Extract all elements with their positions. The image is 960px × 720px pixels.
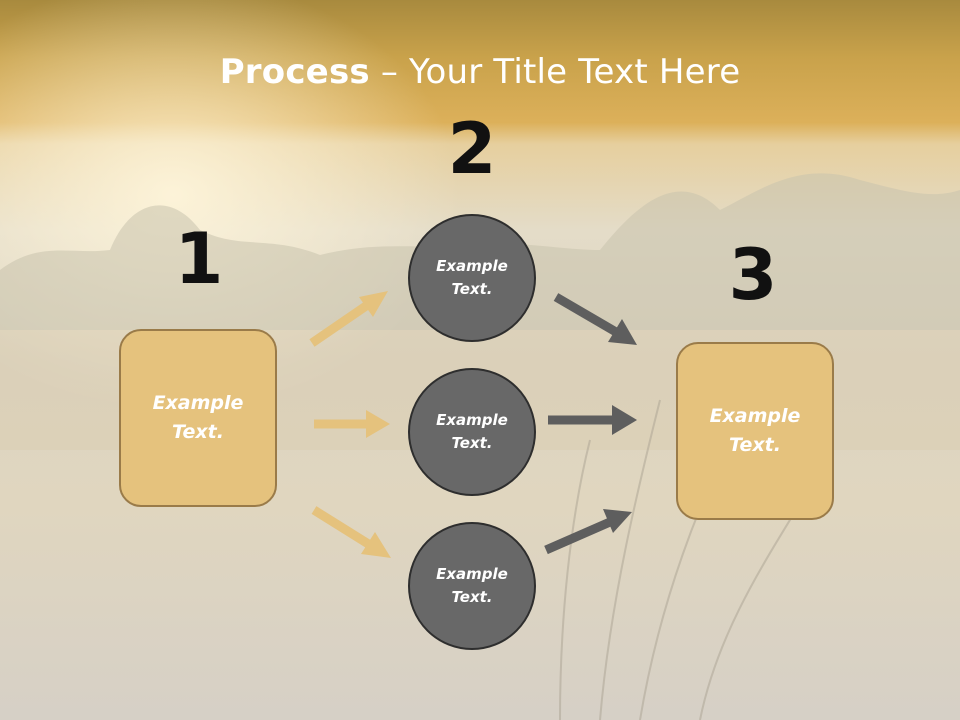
step-3-text: Example Text. (709, 405, 801, 456)
step-3-number: 3 (728, 234, 778, 316)
step-2-circle-3-text: Example Text. (436, 565, 508, 606)
arrow-circle-3-to-3 (544, 517, 612, 555)
title-bold-part: Process (219, 52, 370, 92)
step-2-circle-1: Example Text. (408, 214, 536, 342)
step-1-box: Example Text. (119, 329, 277, 507)
step-2-circle-3: Example Text. (408, 522, 536, 650)
arrow-circle-1-to-3 (553, 293, 619, 336)
step-3-box: Example Text. (676, 342, 834, 520)
step-2-circle-1-text: Example Text. (436, 257, 508, 298)
step-1-text: Example Text. (152, 392, 244, 443)
step-2-number: 2 (447, 108, 497, 190)
title-rest-part: – Your Title Text Here (369, 52, 741, 92)
arrow-1-to-circle-3-head (361, 532, 391, 558)
step-2-circle-2: Example Text. (408, 368, 536, 496)
arrow-1-to-circle-2-head (366, 410, 390, 438)
arrow-circle-2-to-3-head (612, 405, 637, 435)
arrow-1-to-circle-3 (311, 506, 373, 549)
arrow-1-to-circle-1-head (359, 291, 388, 317)
arrow-circle-3-to-3-head (603, 509, 632, 533)
arrow-1-to-circle-1 (309, 302, 369, 347)
slide-title: Process – Your Title Text Here (0, 52, 960, 92)
step-2-circle-2-text: Example Text. (436, 411, 508, 452)
arrow-circle-1-to-3-head (608, 319, 637, 345)
step-1-number: 1 (174, 218, 224, 300)
